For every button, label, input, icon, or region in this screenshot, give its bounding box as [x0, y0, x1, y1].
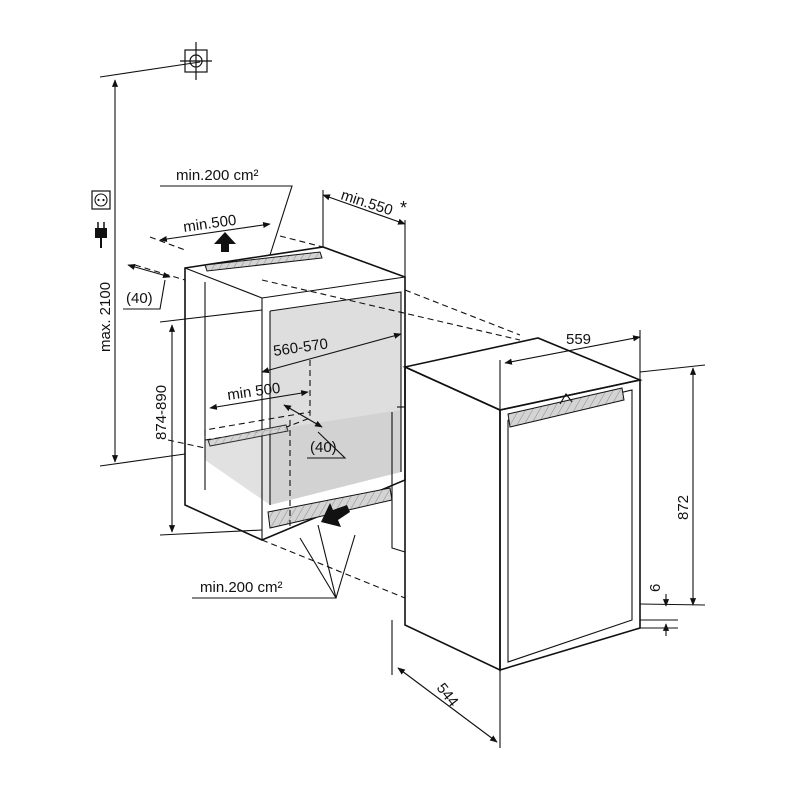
plinth-gap-label: 6: [647, 584, 664, 592]
appliance-width-label: 559: [566, 331, 591, 348]
appliance-height-label: 872: [675, 495, 692, 520]
max-height-label: max. 2100: [97, 282, 114, 352]
top-vent-grille: [204, 251, 323, 272]
dimension-lines: [99, 61, 706, 748]
tape-measure-symbol-icon: [180, 42, 212, 80]
top-vent-area-label: min.200 cm²: [176, 167, 259, 184]
appliance-depth-label: 544: [433, 680, 462, 710]
top-offset-label: (40): [126, 290, 153, 307]
power-plug-icon: [95, 222, 107, 248]
airflow-in-arrow-icon: [321, 503, 350, 527]
airflow-up-arrow-icon: [214, 232, 236, 252]
power-socket-icon: [91, 190, 111, 210]
niche-depth-label: min.550: [339, 187, 395, 220]
bottom-offset-label: (40): [310, 439, 337, 456]
niche-depth-asterisk: *: [400, 198, 407, 218]
bottom-vent-area-label: min.200 cm²: [200, 579, 283, 596]
alignment-lines: [134, 235, 521, 599]
niche-height-label: 874-890: [153, 385, 170, 440]
top-vent-depth-label: min.500: [182, 212, 237, 236]
appliance: [391, 337, 643, 672]
appliance-top-grille: [507, 387, 625, 428]
niche-cabinet: [184, 246, 406, 541]
